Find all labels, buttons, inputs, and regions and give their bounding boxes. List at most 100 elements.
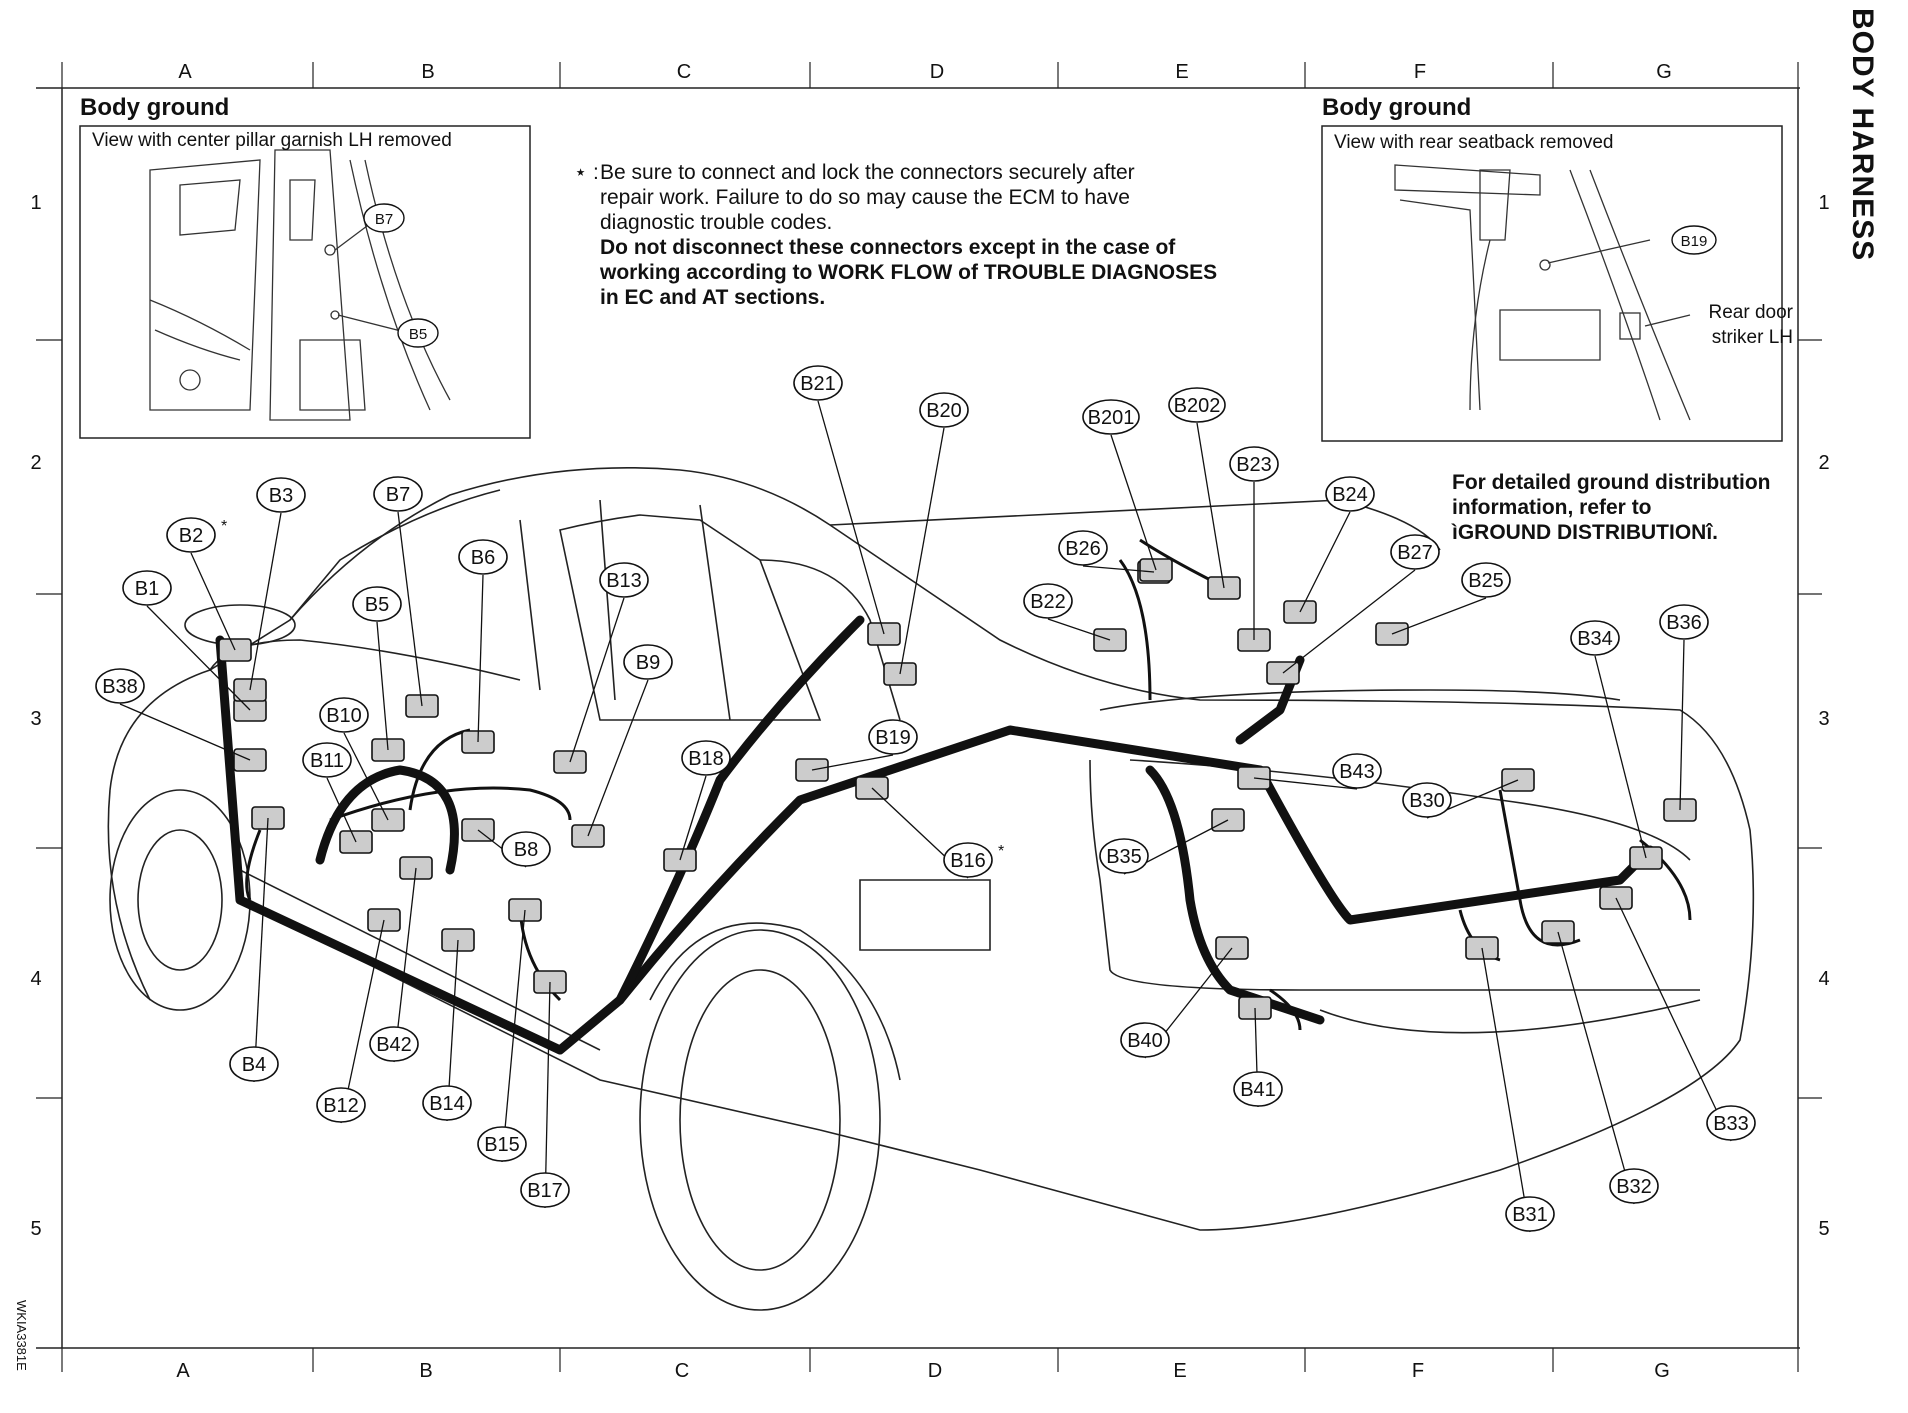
column-label-top: E — [1175, 61, 1188, 83]
label-bubble-b16 — [943, 842, 993, 878]
label-bubble-b36 — [1659, 604, 1709, 640]
label-b10: B10 — [326, 705, 362, 727]
column-label-bottom: F — [1412, 1360, 1424, 1382]
label-b8: B8 — [514, 839, 538, 861]
striker-label: Rear door striker LH — [1693, 300, 1794, 350]
label-bubble-b201 — [1082, 399, 1140, 435]
leader-b38 — [119, 703, 251, 761]
label-b22: B22 — [1030, 591, 1066, 613]
ground-distribution-note: For detailed ground distribution informa… — [1452, 470, 1812, 545]
leader-b18 — [679, 775, 707, 861]
harness-bundles — [215, 615, 1655, 1055]
column-label-top: D — [930, 61, 944, 83]
label-b18: B18 — [688, 748, 724, 770]
label-bubble-b14 — [422, 1085, 472, 1121]
label-bubble-b42 — [369, 1026, 419, 1062]
leader-b32 — [1557, 931, 1635, 1205]
column-label-bottom: C — [675, 1360, 689, 1382]
inset-left-bubble-b5 — [397, 318, 439, 348]
label-bubble-b202 — [1168, 387, 1226, 423]
label-b3: B3 — [269, 485, 293, 507]
inset-left-title: Body ground — [80, 94, 230, 121]
label-bubble-b18 — [681, 740, 731, 776]
label-bubble-b31 — [1505, 1196, 1555, 1232]
label-b31: B31 — [1512, 1204, 1548, 1226]
leader-b9 — [587, 679, 649, 837]
row-label-right: 5 — [1818, 1218, 1829, 1240]
row-label-right: 2 — [1818, 452, 1829, 474]
label-bubble-b7 — [373, 476, 423, 512]
label-bubble-b23 — [1229, 446, 1279, 482]
leader-b20 — [899, 427, 945, 675]
row-ticks — [36, 339, 1822, 1099]
inset-left-drawing — [79, 125, 531, 439]
label-b32: B32 — [1616, 1176, 1652, 1198]
striker-label-line1: Rear door — [1708, 302, 1794, 323]
label-bubble-b9 — [623, 644, 673, 680]
row-label-right: 3 — [1818, 708, 1829, 730]
caution-line-1: Be sure to connect and lock the connecto… — [600, 161, 1135, 184]
label-bubble-b15 — [477, 1126, 527, 1162]
label-bubble-b12 — [316, 1087, 366, 1123]
caution-line-3: diagnostic trouble codes. — [600, 211, 833, 234]
leader-b2 — [190, 552, 236, 651]
label-b11: B11 — [310, 750, 344, 772]
inset-left-caption: View with center pillar garnish LH remov… — [92, 130, 452, 151]
label-bubble-b34 — [1570, 620, 1620, 656]
label-bubble-b5 — [352, 586, 402, 622]
inset-left-label-b5: B5 — [409, 326, 427, 343]
label-b33: B33 — [1713, 1113, 1749, 1135]
label-b27: B27 — [1397, 542, 1433, 564]
inset-right-bubble-b19 — [1671, 225, 1717, 255]
leader-b25 — [1391, 597, 1487, 635]
caution-line-5: working according to WORK FLOW of TROUBL… — [600, 261, 1218, 284]
leader-b33 — [1615, 897, 1732, 1142]
column-ticks — [61, 62, 1799, 1372]
refer-line-3: ìGROUND DISTRIBUTIONî. — [1452, 521, 1718, 544]
label-b23: B23 — [1236, 454, 1272, 476]
inset-right-drawing — [1321, 125, 1783, 442]
row-label-right: 1 — [1818, 192, 1829, 214]
leader-b43 — [1253, 777, 1358, 790]
label-b201: B201 — [1088, 407, 1135, 429]
refer-line-1: For detailed ground distribution — [1452, 471, 1771, 494]
label-bubble-b19 — [868, 719, 918, 755]
column-label-top: F — [1414, 61, 1426, 83]
label-bubble-b41 — [1233, 1071, 1283, 1107]
label-bubble-b20 — [919, 392, 969, 428]
label-bubble-b33 — [1706, 1105, 1756, 1141]
label-bubble-b26 — [1058, 530, 1108, 566]
row-label-left: 1 — [30, 192, 41, 214]
label-b19: B19 — [875, 727, 911, 749]
leader-b26 — [1082, 565, 1155, 573]
star-b2: * — [221, 518, 227, 535]
row-label-left: 5 — [30, 1218, 41, 1240]
label-b9: B9 — [636, 652, 660, 674]
leader-b4 — [253, 817, 269, 1083]
row-label-left: 4 — [30, 968, 41, 990]
label-b38: B38 — [102, 676, 138, 698]
label-bubble-b35 — [1099, 838, 1149, 874]
leader-b24 — [1299, 511, 1351, 613]
label-bubble-b10 — [319, 697, 369, 733]
leader-b13 — [569, 597, 625, 763]
label-b36: B36 — [1666, 612, 1702, 634]
label-b6: B6 — [471, 547, 495, 569]
column-label-bottom: E — [1173, 1360, 1186, 1382]
leader-b36 — [1679, 639, 1685, 811]
label-bubble-b43 — [1332, 753, 1382, 789]
label-b1: B1 — [135, 578, 159, 600]
label-bubble-b40 — [1120, 1022, 1170, 1058]
column-label-bottom: A — [176, 1360, 190, 1382]
label-b41: B41 — [1240, 1079, 1276, 1101]
label-bubble-b3 — [256, 477, 306, 513]
column-label-bottom: B — [419, 1360, 432, 1382]
label-b13: B13 — [606, 570, 642, 592]
label-bubble-b11 — [302, 742, 352, 778]
column-label-bottom: D — [928, 1360, 942, 1382]
inset-right-title: Body ground — [1322, 94, 1472, 121]
